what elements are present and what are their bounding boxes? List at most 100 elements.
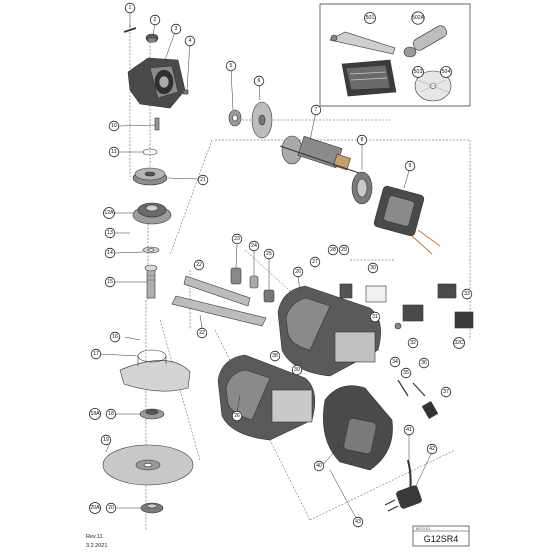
svg-text:15: 15: [107, 279, 113, 285]
callout-34: 34: [389, 356, 401, 368]
callout-20: 20: [105, 502, 117, 514]
accessory-box: [319, 3, 471, 107]
svg-text:25: 25: [266, 251, 272, 257]
svg-text:22: 22: [196, 262, 202, 268]
svg-text:32C: 32C: [454, 340, 464, 346]
callout-14: 14: [104, 247, 116, 259]
svg-text:40: 40: [316, 463, 322, 469]
callout-26-upper: 26: [292, 266, 304, 278]
callout-27: 27: [309, 256, 321, 268]
callout-19: 19: [100, 434, 112, 446]
svg-text:11: 11: [111, 149, 116, 155]
callout-39: 39: [291, 364, 303, 376]
model-title-block: MODEL G12SR4: [412, 525, 470, 547]
svg-text:34: 34: [392, 359, 398, 365]
svg-text:8: 8: [361, 137, 364, 143]
packing-gland: [132, 202, 172, 225]
svg-text:30: 30: [370, 265, 376, 271]
callout-12a: 12A: [103, 207, 115, 219]
brush-holder-parts: [171, 267, 275, 327]
callout-8: 8: [356, 134, 368, 146]
armature: [279, 135, 363, 175]
leader-lines: [100, 12, 433, 519]
callout-24: 24: [248, 240, 260, 252]
callout-503: 503: [412, 66, 424, 78]
revision-date: 3.2.2021: [86, 543, 107, 549]
callout-21: 21: [197, 174, 209, 186]
svg-text:502A: 502A: [412, 15, 425, 21]
svg-text:18A: 18A: [90, 411, 100, 417]
switch-parts: [339, 283, 474, 330]
svg-text:4: 4: [189, 38, 192, 44]
side-handle-grip: [403, 25, 448, 58]
svg-text:38: 38: [272, 353, 278, 359]
diamond-wheel: [414, 70, 452, 102]
callout-7: 7: [310, 104, 322, 116]
callout-28: 28: [327, 244, 339, 256]
callout-40: 40: [313, 460, 325, 472]
side-handle: [329, 31, 396, 55]
svg-text:503: 503: [414, 69, 423, 75]
callout-2: 2: [149, 14, 161, 26]
svg-text:5: 5: [230, 63, 233, 69]
callout-42: 42: [426, 443, 438, 455]
svg-text:33: 33: [464, 291, 470, 297]
svg-text:22: 22: [199, 330, 205, 336]
callout-6: 6: [253, 75, 265, 87]
svg-text:504: 504: [442, 69, 451, 75]
callout-20a: 20A: [89, 502, 101, 514]
svg-text:26: 26: [295, 269, 301, 275]
callout-4: 4: [184, 35, 196, 47]
spindle-lock-knob: [145, 33, 159, 43]
callout-32: 32: [407, 337, 419, 349]
svg-text:21: 21: [200, 177, 206, 183]
callout-18a: 18A: [89, 408, 101, 420]
svg-text:19: 19: [103, 437, 109, 443]
washer-14: [142, 246, 160, 254]
wheel-nut-20: [140, 502, 164, 514]
wrench-case: [341, 59, 397, 97]
callout-15: 15: [104, 276, 116, 288]
svg-text:2: 2: [154, 17, 157, 23]
small-screws: [123, 27, 189, 131]
callout-30: 30: [367, 262, 379, 274]
svg-text:14: 14: [107, 250, 113, 256]
svg-text:20A: 20A: [90, 505, 100, 511]
callout-32c: 32C: [453, 337, 465, 349]
bearing-plate-6: [251, 101, 273, 139]
svg-text:9: 9: [409, 163, 412, 169]
callout-23: 23: [231, 233, 243, 245]
stator: [373, 185, 441, 255]
callout-35: 35: [400, 367, 412, 379]
revision-block: Rev.11 3.2.2021: [86, 534, 107, 549]
housing-lower: [217, 354, 316, 441]
model-caption: MODEL: [416, 527, 431, 531]
svg-text:13: 13: [107, 230, 113, 236]
bevel-gear: [132, 167, 168, 186]
callout-18: 18: [105, 408, 117, 420]
tail-cover: [323, 385, 393, 471]
callout-13: 13: [104, 227, 116, 239]
depressed-center-wheel: [102, 444, 194, 486]
svg-text:20: 20: [108, 505, 114, 511]
fan-guide-8: [351, 171, 373, 205]
svg-text:35: 35: [403, 370, 409, 376]
svg-text:6: 6: [258, 78, 261, 84]
svg-text:12A: 12A: [104, 210, 114, 216]
svg-text:17: 17: [93, 351, 99, 357]
svg-text:10: 10: [111, 123, 117, 129]
svg-text:29: 29: [341, 247, 347, 253]
svg-text:3: 3: [175, 26, 178, 32]
callout-38: 38: [269, 350, 281, 362]
callout-10: 10: [108, 120, 120, 132]
revision-number: Rev.11: [86, 534, 103, 540]
callout-5: 5: [225, 60, 237, 72]
ball-bearing-5: [228, 109, 242, 127]
callout-36: 36: [418, 357, 430, 369]
callout-3: 3: [170, 23, 182, 35]
svg-text:501: 501: [366, 15, 375, 21]
svg-text:32: 32: [410, 340, 416, 346]
callout-26-lower: 26: [231, 410, 243, 422]
callout-29: 29: [338, 244, 350, 256]
